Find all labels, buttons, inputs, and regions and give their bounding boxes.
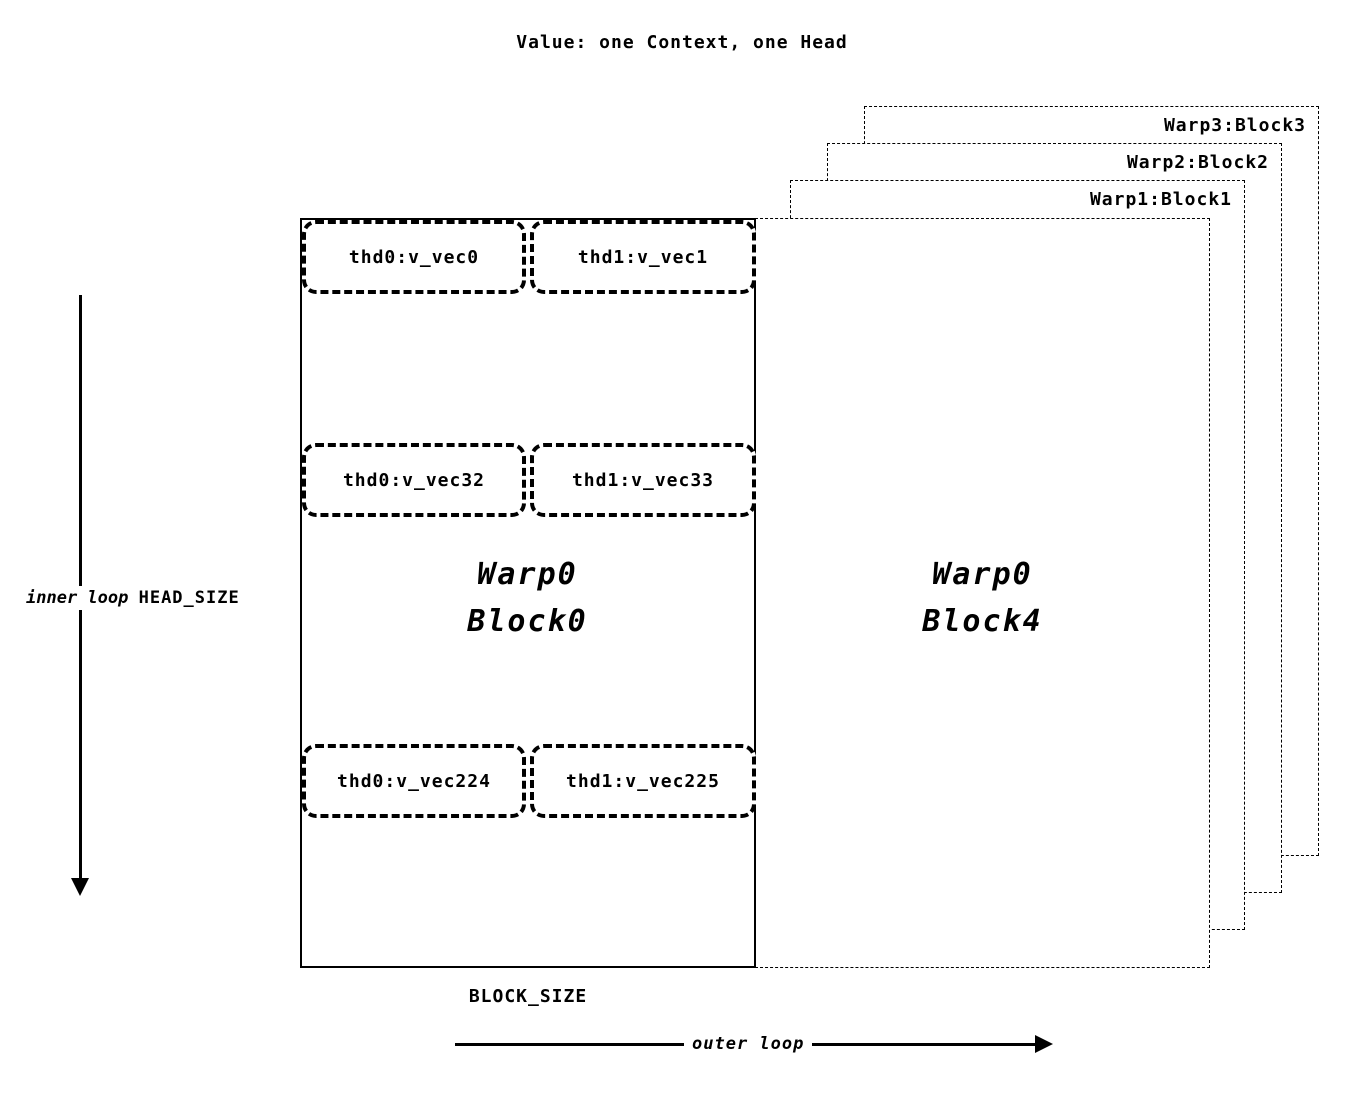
diagram-title: Value: one Context, one Head	[516, 32, 848, 53]
thread-box-vec33-label: thd1:v_vec33	[571, 469, 715, 491]
thread-box-vec1: thd1:v_vec1	[530, 220, 756, 294]
thread-box-vec32: thd0:v_vec32	[302, 443, 526, 517]
block-warp0-block0	[300, 218, 756, 968]
thread-box-vec33: thd1:v_vec33	[530, 443, 756, 517]
block-warp3-label: Warp3:Block3	[1163, 115, 1306, 136]
outer-loop-arrow-head-icon	[1035, 1035, 1053, 1053]
block-size-label: BLOCK_SIZE	[468, 986, 588, 1007]
block-warp0-block4	[755, 218, 1210, 968]
inner-loop-arrow-head-icon	[71, 878, 89, 896]
block0-caption-line2: Block0	[467, 603, 588, 639]
thread-box-vec0-label: thd0:v_vec0	[348, 246, 480, 268]
block-warp2-label: Warp2:Block2	[1126, 152, 1269, 173]
head-size-text: HEAD_SIZE	[138, 588, 240, 608]
thread-box-vec0: thd0:v_vec0	[302, 220, 526, 294]
thread-box-vec224-label: thd0:v_vec224	[337, 770, 491, 792]
thread-box-vec32-label: thd0:v_vec32	[342, 469, 486, 491]
thread-box-vec225-label: thd1:v_vec225	[566, 770, 720, 792]
inner-loop-text: inner loop	[26, 588, 139, 608]
block-warp0-block0-caption: Warp0 Block0	[300, 552, 755, 645]
block4-caption-line2: Block4	[922, 603, 1043, 639]
block0-caption-line1: Warp0	[477, 557, 578, 592]
outer-loop-axis-label: outer loop	[684, 1034, 813, 1054]
block-warp1-label: Warp1:Block1	[1089, 189, 1232, 210]
thread-box-vec225: thd1:v_vec225	[530, 744, 756, 818]
thread-box-vec224: thd0:v_vec224	[302, 744, 526, 818]
block-warp0-block4-caption: Warp0 Block4	[755, 552, 1210, 645]
block4-caption-line1: Warp0	[932, 557, 1033, 592]
thread-box-vec1-label: thd1:v_vec1	[577, 246, 709, 268]
inner-loop-axis-label: inner loop HEAD_SIZE	[22, 586, 244, 610]
